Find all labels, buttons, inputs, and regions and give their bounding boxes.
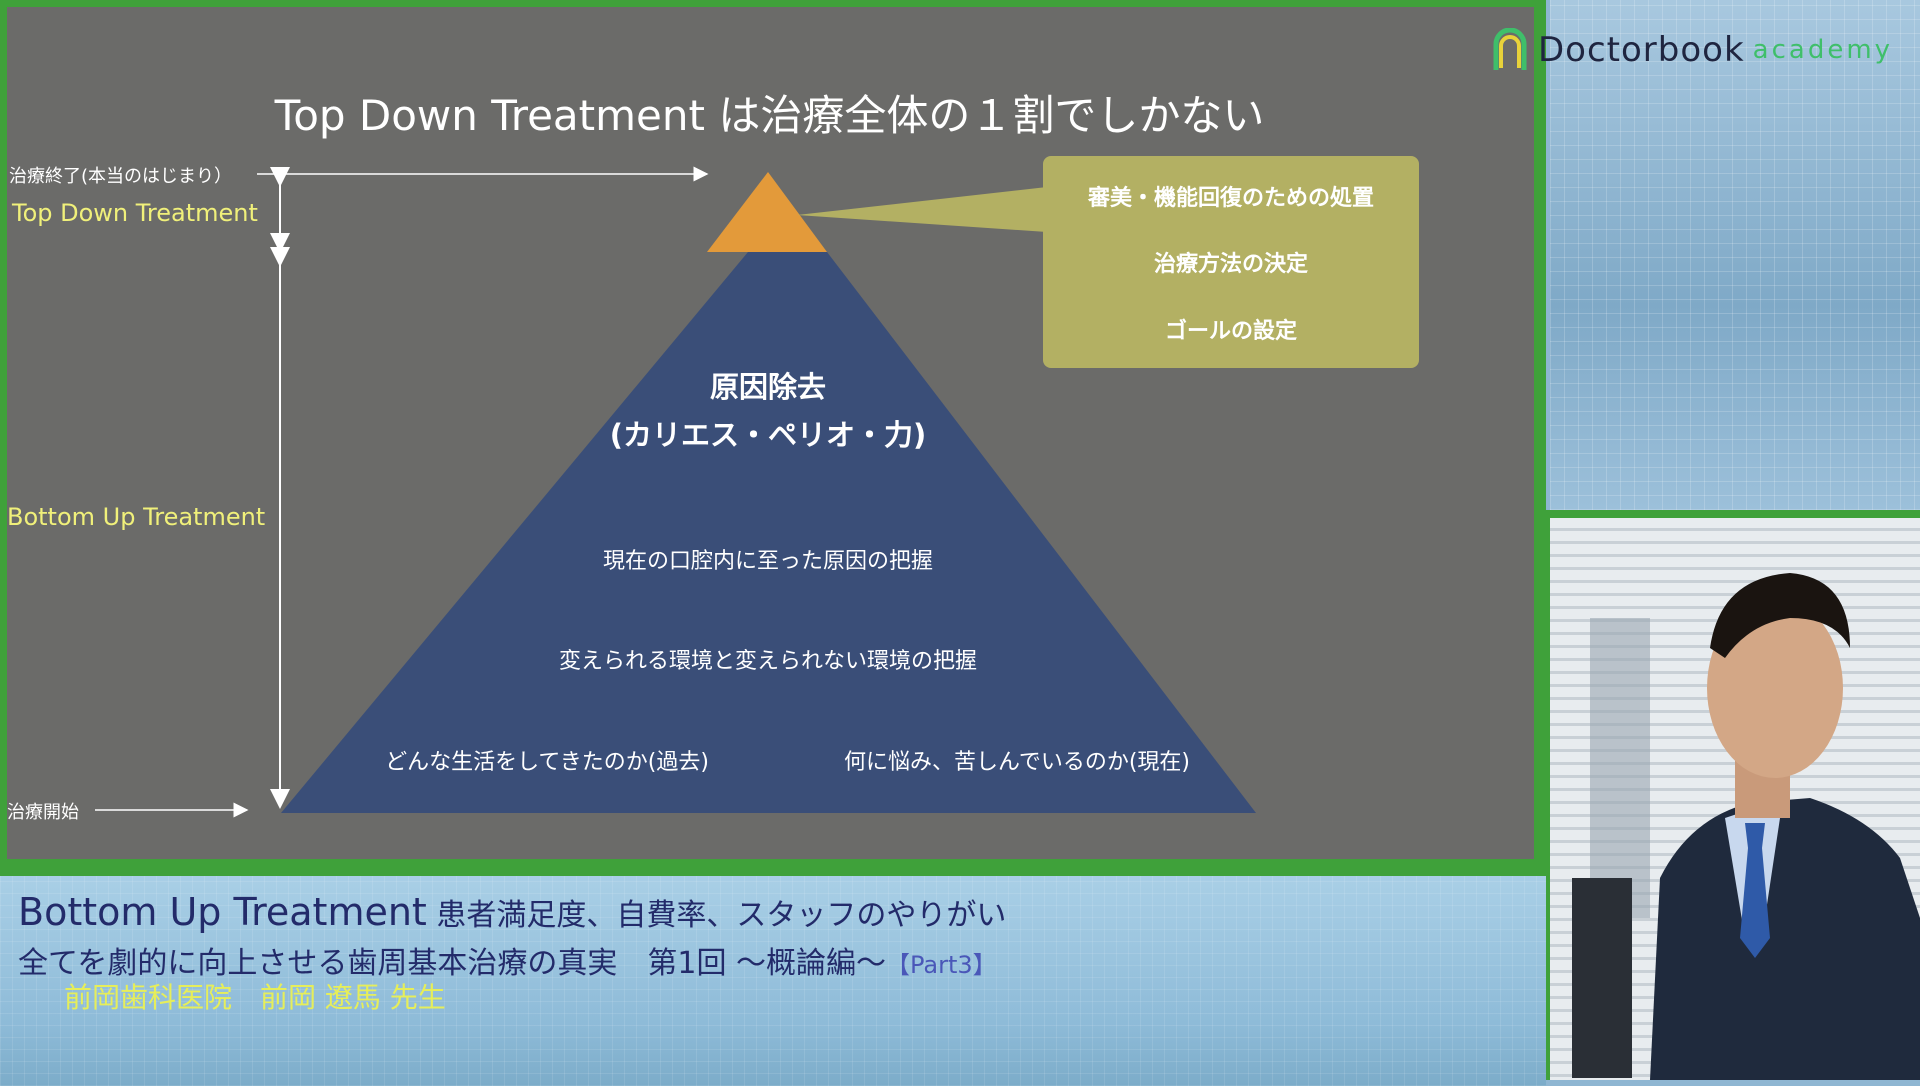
- top-down-label: Top Down Treatment: [12, 199, 258, 227]
- slide-frame: Top Down Treatment は治療全体の１割でしかない 治療終了(: [0, 0, 1546, 870]
- treatment-end-label: 治療終了(本当のはじまり）: [9, 162, 232, 188]
- bookmark-arch-icon: [1492, 28, 1528, 72]
- pyramid-subheading: (カリエス・ペリオ・力): [568, 412, 968, 454]
- pyramid-item: 何に悩み、苦しんでいるのか(現在): [807, 744, 1227, 776]
- logo-sub: academy: [1753, 35, 1893, 65]
- callout-item: ゴールの設定: [1043, 313, 1419, 345]
- logo-name: Doctorbook: [1538, 30, 1745, 70]
- background-panel: [1550, 0, 1920, 510]
- caption-bar: Bottom Up Treatment 患者満足度、自費率、スタッフのやりがい …: [0, 870, 1546, 1086]
- caption-subtitle: 患者満足度、自費率、スタッフのやりがい: [427, 898, 1007, 933]
- callout-item: 治療方法の決定: [1043, 246, 1419, 278]
- caption-presenter: 前岡歯科医院 前岡 遼馬 先生: [64, 976, 446, 1016]
- pyramid-item: 現在の口腔内に至った原因の把握: [468, 543, 1068, 575]
- caption-title: Bottom Up Treatment: [18, 890, 427, 934]
- presenter-video: [1550, 518, 1920, 1080]
- caption-line1: Bottom Up Treatment 患者満足度、自費率、スタッフのやりがい: [18, 890, 1006, 934]
- callout-box: 審美・機能回復のための処置 治療方法の決定 ゴールの設定: [1043, 156, 1419, 368]
- caption-part: 【Part3】: [886, 951, 997, 979]
- pyramid-heading: 原因除去: [568, 364, 968, 406]
- pyramid-item: どんな生活をしてきたのか(過去): [347, 744, 747, 776]
- pyramid-item: 変えられる環境と変えられない環境の把握: [468, 643, 1068, 675]
- callout-pointer: [797, 187, 1047, 232]
- treatment-start-label: 治療開始: [7, 798, 79, 824]
- doctorbook-logo: Doctorbook academy: [1492, 26, 1893, 74]
- bottom-up-label: Bottom Up Treatment: [7, 503, 265, 531]
- presenter-figure: [1550, 518, 1920, 1080]
- slide: Top Down Treatment は治療全体の１割でしかない 治療終了(: [7, 7, 1534, 859]
- callout-item: 審美・機能回復のための処置: [1043, 180, 1419, 212]
- pyramid-top: [707, 172, 827, 252]
